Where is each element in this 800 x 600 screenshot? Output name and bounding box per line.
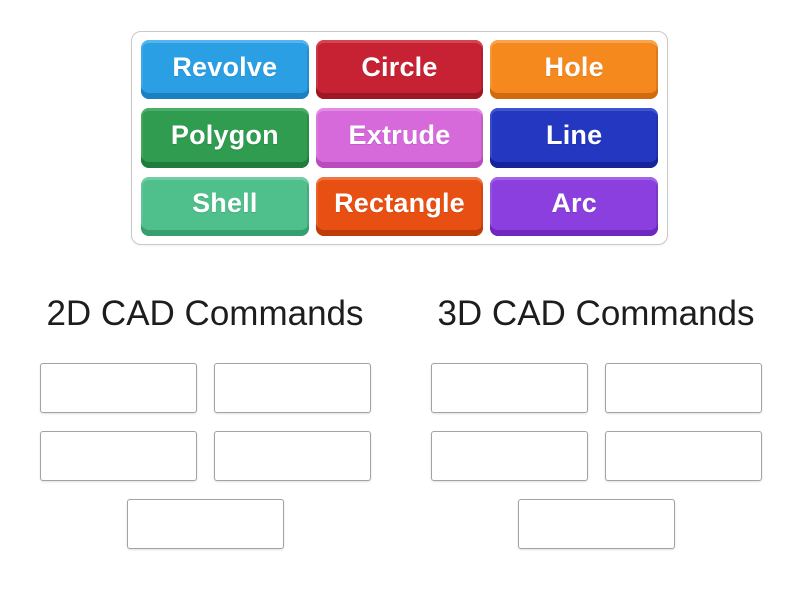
tile-hole[interactable]: Hole	[490, 40, 658, 100]
drop-slot[interactable]	[126, 499, 284, 549]
drop-slot[interactable]	[213, 431, 371, 481]
drop-slot[interactable]	[39, 363, 197, 413]
drop-slot[interactable]	[517, 499, 675, 549]
group-3d-cad: 3D CAD Commands	[421, 292, 771, 549]
tile-line[interactable]: Line	[490, 108, 658, 168]
tile-polygon[interactable]: Polygon	[141, 108, 309, 168]
tile-circle[interactable]: Circle	[315, 40, 484, 100]
group-title-2d: 2D CAD Commands	[46, 294, 364, 333]
group-3d-slots	[421, 363, 771, 549]
tile-extrude[interactable]: Extrude	[315, 108, 484, 168]
drop-slot[interactable]	[430, 431, 588, 481]
drop-slot[interactable]	[213, 363, 371, 413]
tile-shell[interactable]: Shell	[141, 176, 309, 236]
drop-slot[interactable]	[39, 431, 197, 481]
tile-arc[interactable]: Arc	[490, 176, 658, 236]
group-title-3d: 3D CAD Commands	[437, 294, 755, 333]
tile-pool: Revolve Circle Hole Polygon Extrude Line…	[131, 31, 668, 245]
tile-rectangle[interactable]: Rectangle	[315, 176, 484, 236]
tile-revolve[interactable]: Revolve	[141, 40, 309, 100]
drop-slot[interactable]	[604, 431, 762, 481]
group-2d-cad: 2D CAD Commands	[30, 292, 380, 549]
drop-slot[interactable]	[430, 363, 588, 413]
drop-slot[interactable]	[604, 363, 762, 413]
group-2d-slots	[30, 363, 380, 549]
